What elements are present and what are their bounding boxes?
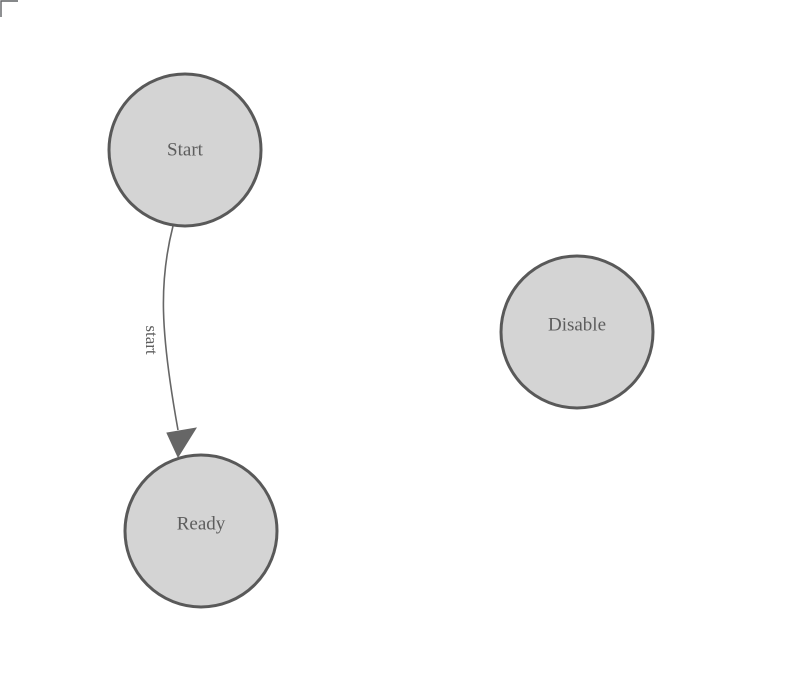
node-disable-shape[interactable]	[499, 254, 655, 410]
node-start-shape[interactable]	[107, 72, 263, 228]
node-start[interactable]: Start	[107, 72, 263, 228]
edge-start-to-ready[interactable]: start	[142, 225, 198, 459]
edge-line	[162, 225, 179, 431]
node-ready[interactable]: Ready	[123, 453, 279, 609]
arrowhead-icon	[166, 427, 198, 459]
node-ready-shape[interactable]	[123, 453, 279, 609]
node-disable[interactable]: Disable	[499, 254, 655, 410]
edge-label-start: start	[142, 325, 161, 355]
crop-corner-marker-icon	[0, 0, 18, 17]
